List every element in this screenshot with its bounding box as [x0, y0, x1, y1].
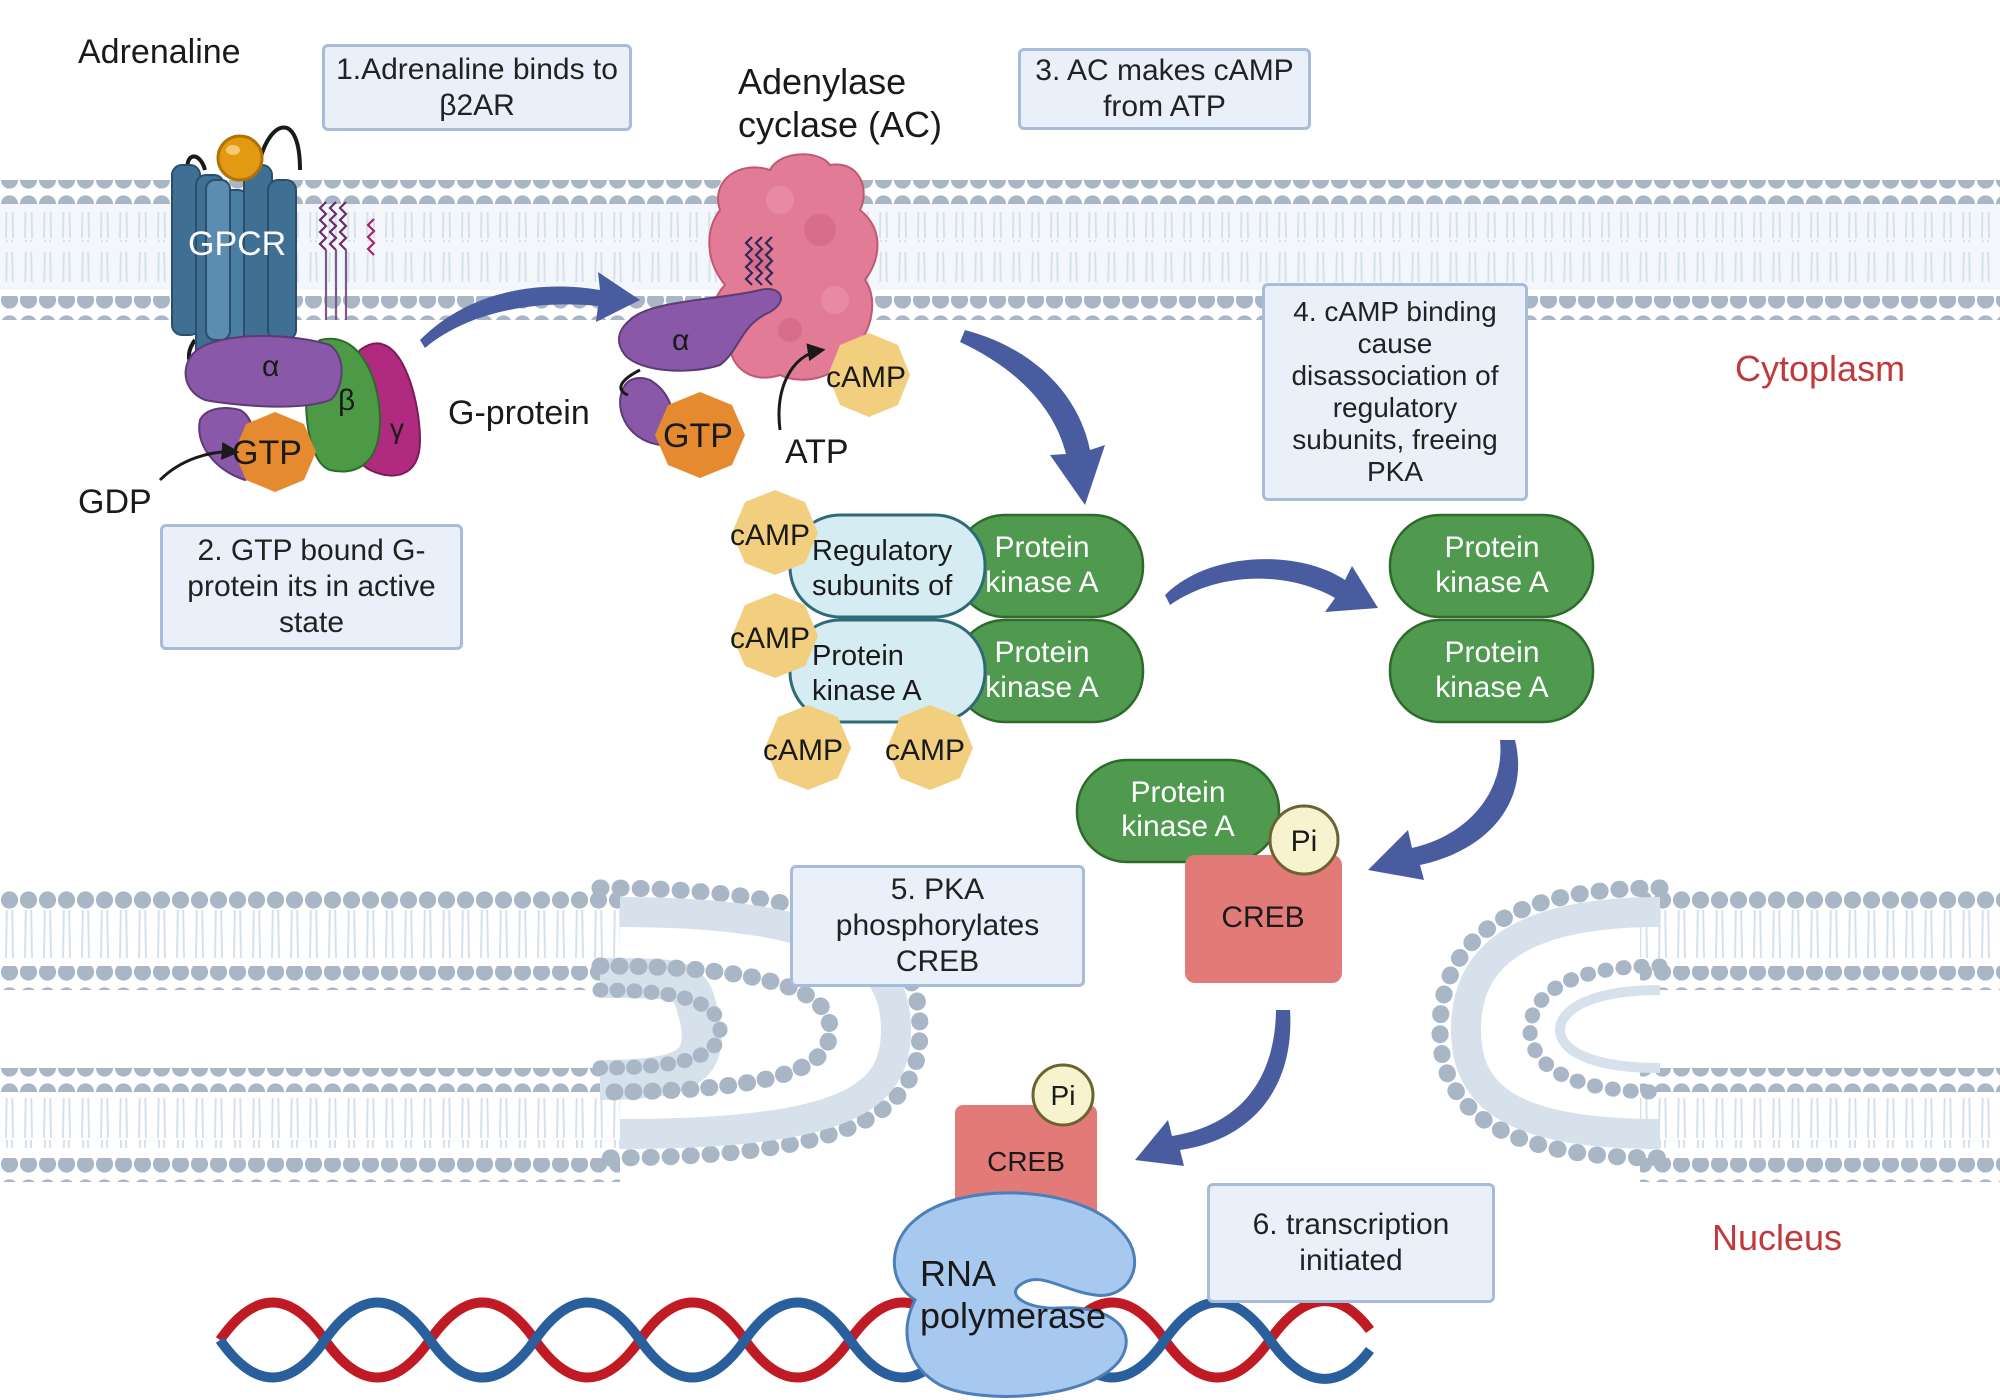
step-3-box: 3. AC makes cAMP from ATP — [1018, 48, 1311, 130]
plasma-membrane — [0, 180, 2000, 320]
gtp-molecule — [234, 412, 316, 492]
pka-label: Protein — [1130, 776, 1225, 809]
g-protein-alpha-active — [618, 288, 782, 478]
gtp-molecule — [655, 392, 745, 478]
pka-label: kinase A — [1435, 671, 1548, 704]
camp-label: cAMP — [730, 519, 810, 552]
pka-holoenzyme — [732, 490, 1145, 790]
pka-label: Protein — [1444, 636, 1539, 669]
cytoplasm-label: Cytoplasm — [1735, 348, 1905, 389]
gtp-label-active: GTP — [663, 417, 733, 455]
step-6-box: 6. transcription initiated — [1207, 1183, 1495, 1303]
alpha-label: α — [262, 350, 279, 383]
regulatory-subunit-label: Regulatory — [812, 535, 953, 567]
step-1-text: 1.Adrenaline binds to β2AR — [336, 52, 618, 122]
beta-label: β — [338, 384, 355, 417]
pka-label: Protein — [1444, 531, 1539, 564]
g-protein-complex — [158, 335, 422, 492]
regulatory-subunit-label: kinase A — [812, 675, 922, 707]
camp-label: cAMP — [885, 734, 965, 767]
camp-label: cAMP — [763, 734, 843, 767]
step-2-text: 2. GTP bound G-protein its in active sta… — [187, 534, 436, 639]
rna-polymerase-label: polymerase — [920, 1295, 1106, 1336]
step-5-text: 5. PKA phosphorylates CREB — [835, 873, 1040, 978]
camp-molecule — [828, 333, 910, 417]
lipid-anchors — [318, 201, 376, 320]
pka-label: Protein — [994, 636, 1089, 669]
creb-label: CREB — [987, 1146, 1065, 1177]
pka-creb-complex — [1075, 758, 1342, 983]
regulatory-subunit-label: Protein — [812, 640, 904, 672]
ac-label-line2: cyclase (AC) — [738, 104, 942, 145]
dna-helix — [215, 1296, 1374, 1384]
g-protein-label: G-protein — [448, 394, 590, 432]
pka-label: kinase A — [985, 566, 1098, 599]
pka-label: kinase A — [1435, 566, 1548, 599]
pka-label: kinase A — [985, 671, 1098, 704]
step-6-text: 6. transcription initiated — [1252, 1208, 1450, 1277]
step-3-text: 3. AC makes cAMP from ATP — [1035, 54, 1294, 123]
atp-to-camp-arrow — [777, 343, 826, 431]
pi-label: Pi — [1291, 825, 1318, 858]
camp-label: cAMP — [730, 622, 810, 655]
rna-polymerase-label: RNA — [920, 1253, 996, 1294]
nucleus-label: Nucleus — [1712, 1217, 1842, 1258]
nuclear-envelope — [0, 879, 2000, 1182]
camp-label: cAMP — [826, 361, 906, 394]
gdp-label: GDP — [78, 483, 152, 521]
adrenaline-label: Adrenaline — [78, 33, 241, 71]
step-2-box: 2. GTP bound G-protein its in active sta… — [160, 524, 463, 650]
rna-polymerase — [892, 1191, 1137, 1398]
alpha-label-active: α — [672, 324, 689, 357]
regulatory-subunit-label: subunits of — [812, 570, 953, 602]
free-pka — [1388, 513, 1595, 724]
pka-label: kinase A — [1121, 810, 1234, 843]
step-4-text: 4. cAMP binding cause disassociation of … — [1291, 296, 1499, 487]
ac-lipid-anchor — [744, 236, 774, 286]
gpcr-label: GPCR — [188, 225, 286, 263]
step-1-box: 1.Adrenaline binds to β2AR — [322, 44, 632, 131]
gamma-label: γ — [390, 413, 404, 444]
ac-label-line1: Adenylase — [738, 61, 906, 102]
atp-label: ATP — [785, 433, 849, 471]
pi-label: Pi — [1051, 1080, 1076, 1111]
step-5-box: 5. PKA phosphorylates CREB — [790, 865, 1085, 987]
creb-label: CREB — [1221, 901, 1304, 934]
flow-arrows — [420, 272, 1519, 1166]
adrenaline-ligand — [216, 134, 264, 182]
pka-label: Protein — [994, 531, 1089, 564]
step-4-box: 4. cAMP binding cause disassociation of … — [1262, 283, 1528, 501]
gtp-label: GTP — [232, 434, 302, 472]
creb-bound — [955, 1063, 1097, 1220]
